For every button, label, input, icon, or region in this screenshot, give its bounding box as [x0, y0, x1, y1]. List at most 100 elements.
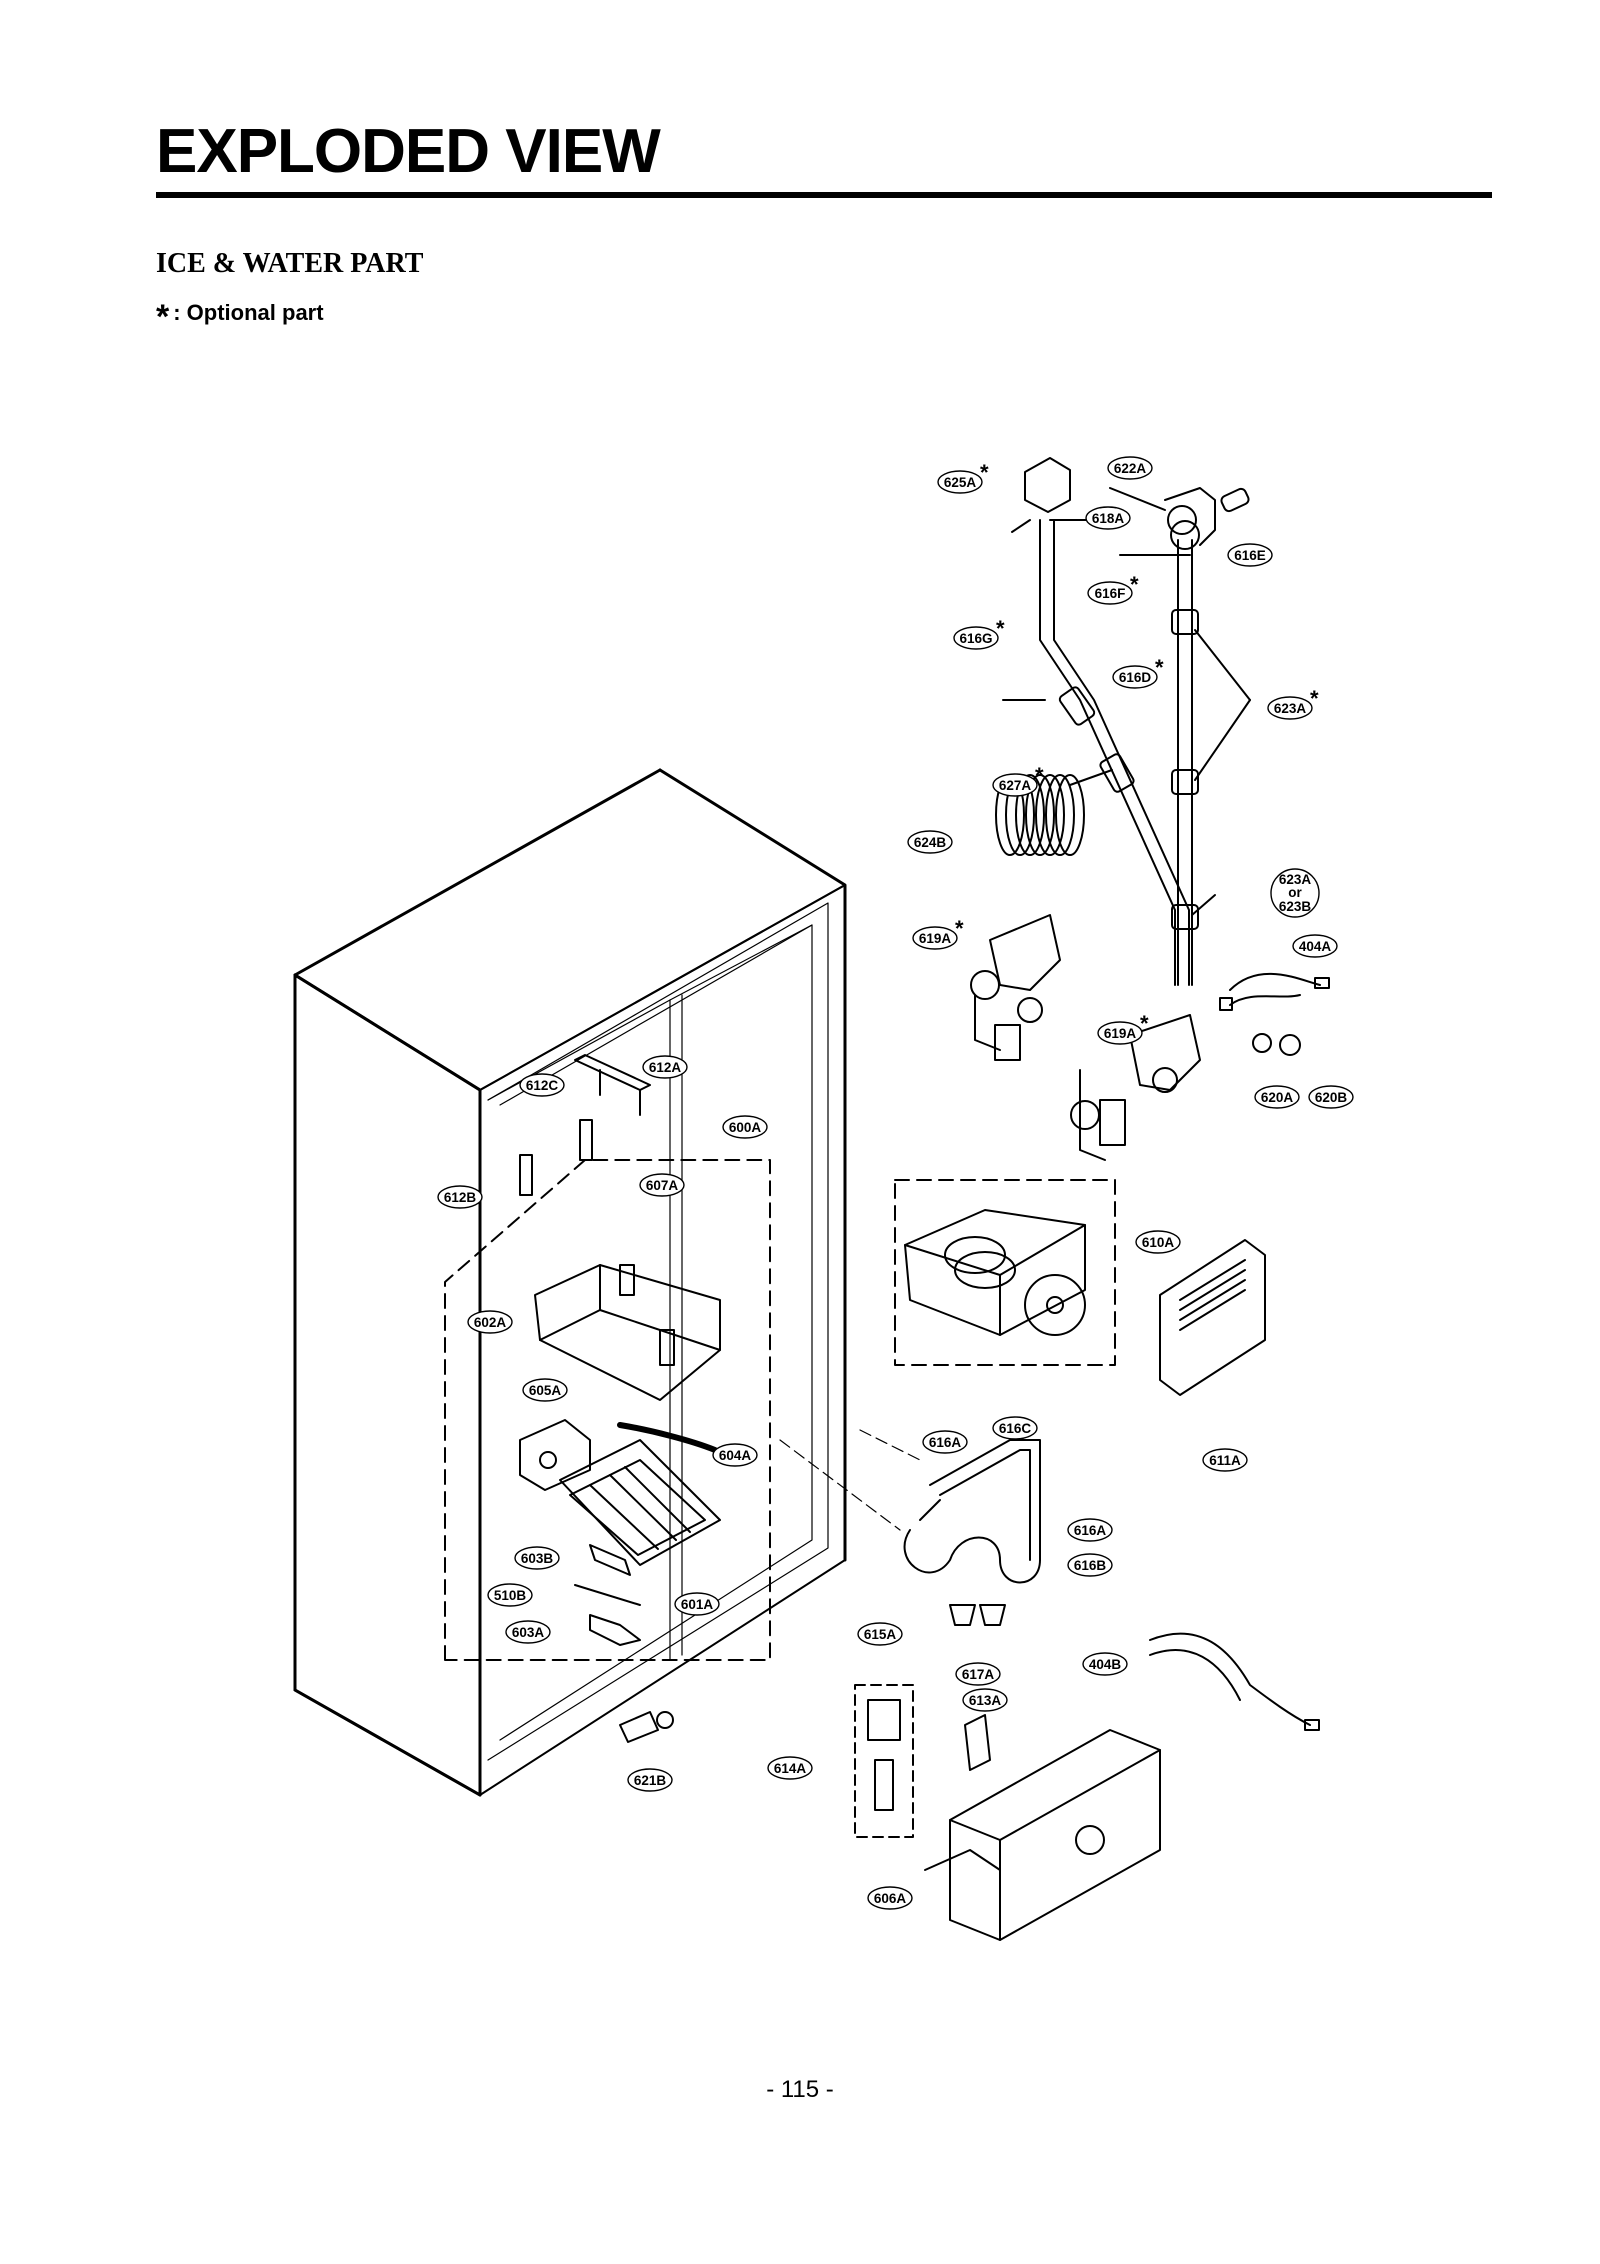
ice-bin-dashed-group	[894, 1179, 1116, 1366]
label-604A: 604A	[712, 1443, 758, 1467]
label-621B: 621B	[627, 1768, 673, 1792]
fill-tube-616C	[903, 1439, 1041, 1584]
svg-text:614A: 614A	[774, 1761, 807, 1776]
svg-text:623A: 623A	[1274, 701, 1307, 716]
svg-text:623A: 623A	[1279, 872, 1312, 887]
clip-616E	[1220, 487, 1250, 513]
svg-text:616F: 616F	[1095, 586, 1126, 601]
ice-bin-610A	[904, 1209, 1086, 1336]
svg-text:606A: 606A	[874, 1891, 907, 1906]
label-625A: 625A	[937, 470, 983, 494]
water-valve-619A-lower	[1070, 1014, 1201, 1161]
label-616A-upper: 616A	[922, 1430, 968, 1454]
label-615A: 615A	[857, 1622, 903, 1646]
svg-text:or: or	[1288, 885, 1302, 900]
label-616F: 616F	[1087, 581, 1133, 605]
label-616B: 616B	[1067, 1553, 1113, 1577]
label-616E: 616E	[1227, 543, 1273, 567]
title-rule	[156, 192, 1492, 198]
label-619A-upper: 619A	[912, 926, 958, 950]
shutoff-arm-510B	[574, 1584, 641, 1606]
icemaker-bracket-602A	[534, 1264, 721, 1401]
label-601A: 601A	[674, 1592, 720, 1616]
label-404B: 404B	[1082, 1652, 1128, 1676]
svg-text:613A: 613A	[969, 1693, 1002, 1708]
label-612A: 612A	[642, 1055, 688, 1079]
solenoid-614A	[867, 1699, 901, 1811]
water-tube-616D	[1058, 539, 1199, 986]
svg-text:616E: 616E	[1234, 548, 1266, 563]
bracket-613A	[964, 1714, 991, 1771]
svg-text:623B: 623B	[1279, 899, 1312, 914]
label-603B: 603B	[514, 1546, 560, 1570]
ice-tray-601A	[559, 1439, 721, 1566]
label-612C: 612C	[519, 1073, 565, 1097]
solenoid-dashed-group	[854, 1684, 914, 1838]
svg-text:612C: 612C	[526, 1078, 559, 1093]
coil-624B	[995, 774, 1085, 856]
svg-text:607A: 607A	[646, 1178, 679, 1193]
svg-text:611A: 611A	[1209, 1453, 1241, 1468]
svg-text:615A: 615A	[864, 1627, 897, 1642]
svg-text:616G: 616G	[959, 631, 992, 646]
label-602A: 602A	[467, 1310, 513, 1334]
bracket-625A	[1011, 457, 1071, 533]
svg-text:625A: 625A	[944, 475, 977, 490]
section-title: ICE & WATER PART	[156, 248, 424, 279]
star-625A: *	[980, 460, 989, 485]
star-619A-lower: *	[1140, 1011, 1149, 1036]
label-616C: 616C	[992, 1416, 1038, 1440]
svg-text:616B: 616B	[1074, 1558, 1107, 1573]
label-600A: 600A	[722, 1115, 768, 1139]
svg-text:616A: 616A	[1074, 1523, 1107, 1538]
svg-text:605A: 605A	[529, 1383, 562, 1398]
label-610A: 610A	[1135, 1230, 1181, 1254]
svg-text:600A: 600A	[729, 1120, 762, 1135]
svg-text:619A: 619A	[1104, 1026, 1137, 1041]
optional-text: : Optional part	[173, 300, 324, 325]
clip-612C	[519, 1119, 593, 1196]
svg-text:602A: 602A	[474, 1315, 507, 1330]
refrigerator-cabinet	[293, 768, 847, 1797]
lever-603B	[589, 1544, 631, 1576]
water-fitting-618A	[1164, 487, 1216, 550]
heater-tube-604A	[617, 1422, 718, 1453]
label-624B: 624B	[907, 830, 953, 854]
svg-text:621B: 621B	[634, 1773, 667, 1788]
label-616G: 616G	[953, 626, 999, 650]
label-619A-lower: 619A	[1097, 1021, 1143, 1045]
svg-text:610A: 610A	[1142, 1235, 1175, 1250]
label-623A-upper: 623A	[1267, 696, 1313, 720]
svg-text:616D: 616D	[1119, 670, 1152, 685]
svg-text:620B: 620B	[1315, 1090, 1348, 1105]
water-tube-616G	[1039, 519, 1190, 986]
svg-text:604A: 604A	[719, 1448, 752, 1463]
bracket-612A	[574, 1054, 651, 1116]
svg-text:603B: 603B	[521, 1551, 554, 1566]
label-616A-lower: 616A	[1067, 1518, 1113, 1542]
label-620B: 620B	[1308, 1085, 1354, 1109]
svg-text:620A: 620A	[1261, 1090, 1294, 1105]
svg-text:603A: 603A	[512, 1625, 545, 1640]
icemaker-dashed-group	[444, 1159, 771, 1661]
water-valve-619A-upper	[970, 914, 1061, 1061]
caps-620A-620B	[1252, 1033, 1301, 1056]
svg-text:624B: 624B	[914, 835, 947, 850]
svg-text:612B: 612B	[444, 1190, 477, 1205]
dispenser-housing-606A	[924, 1729, 1161, 1941]
label-605A: 605A	[522, 1378, 568, 1402]
nozzle-621B	[619, 1711, 674, 1743]
label-404A: 404A	[1292, 934, 1338, 958]
svg-text:617A: 617A	[962, 1667, 995, 1682]
label-617A: 617A	[955, 1662, 1001, 1686]
optional-part-note: *: Optional part	[156, 298, 324, 337]
page-title: EXPLODED VIEW	[156, 117, 661, 186]
svg-text:618A: 618A	[1092, 511, 1125, 526]
svg-text:404B: 404B	[1089, 1657, 1122, 1672]
page-number: - 115 -	[766, 2076, 834, 2103]
star-616G: *	[996, 616, 1005, 641]
label-616D: 616D	[1112, 665, 1158, 689]
dispenser-cover-611A	[1159, 1239, 1266, 1396]
star-627A: *	[1035, 763, 1044, 788]
